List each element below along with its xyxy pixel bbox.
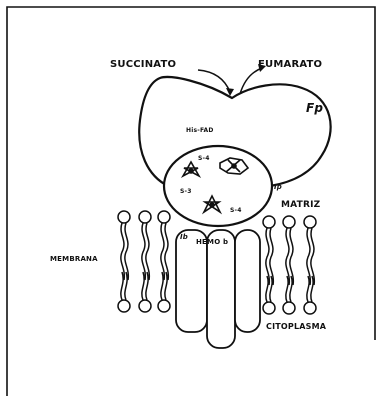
s4-bottom-label: S-4 xyxy=(230,207,242,214)
membrane-anchor xyxy=(176,230,260,348)
s4-top-label: S-4 xyxy=(198,155,210,162)
succinato-label: SUCCINATO xyxy=(110,59,176,70)
fumarato-label: FUMARATO xyxy=(258,59,322,70)
fp-label: Fp xyxy=(306,101,323,115)
s3-label: S-3 xyxy=(180,188,192,195)
hemo-b-label: HEMO b xyxy=(196,238,228,246)
citoplasma-label: CITOPLASMA xyxy=(266,322,326,331)
ib-label: Ib xyxy=(180,233,188,241)
lipid-bilayer-right xyxy=(263,216,316,314)
lipid-bilayer-left xyxy=(118,211,170,312)
ip-label: Ip xyxy=(274,183,282,191)
matriz-label: MATRIZ xyxy=(281,200,320,210)
ip-subunit xyxy=(164,146,272,226)
his-fad-label: His-FAD xyxy=(186,127,214,134)
membrana-label: MEMBRANA xyxy=(50,255,98,263)
